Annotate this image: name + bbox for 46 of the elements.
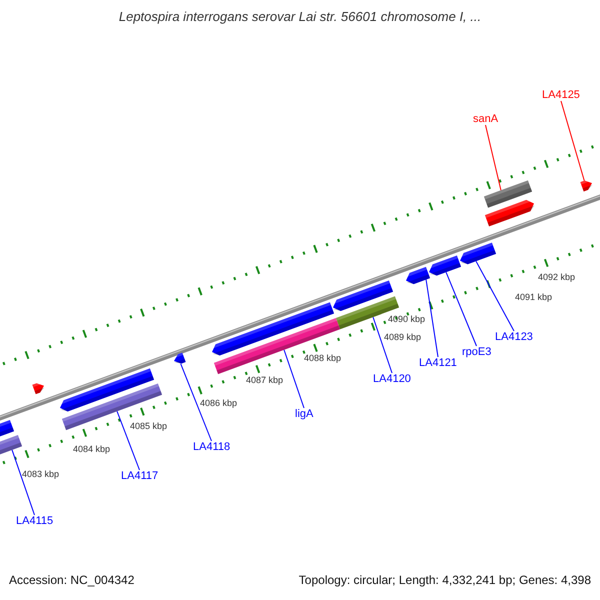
gene-feature: [332, 280, 394, 312]
leader-line: [426, 279, 438, 358]
leader-line: [180, 363, 212, 442]
scale-label: 4089 kbp: [384, 333, 422, 343]
scale-label: 4090 kbp: [388, 315, 426, 325]
gene-label: LA4123: [495, 331, 533, 344]
leader-line: [560, 100, 585, 182]
leader-line: [372, 316, 392, 374]
gene-label: sanA: [473, 113, 498, 126]
leader-line: [446, 272, 477, 346]
leader-line: [476, 260, 514, 332]
scale-label: 4087 kbp: [246, 376, 284, 386]
leader-line: [116, 410, 140, 470]
gene-feature: [484, 180, 532, 208]
scale-label: 4088 kbp: [304, 354, 342, 364]
gene-label: LA4118: [193, 441, 230, 454]
gene-feature: [0, 435, 22, 458]
leader-line: [12, 449, 35, 516]
scale-label: 4083 kbp: [22, 470, 60, 480]
gene-feature: [214, 318, 340, 374]
gene-label: LA4115: [16, 515, 54, 528]
gene-feature: [404, 266, 430, 284]
scale-label: 4091 kbp: [515, 293, 552, 303]
gene-feature: [173, 352, 186, 364]
leader-line: [485, 124, 502, 191]
gene-label: LA4120: [373, 373, 411, 386]
gene-feature: [580, 180, 593, 192]
gene-feature: [428, 255, 462, 276]
gene-label: LA4125: [542, 89, 580, 102]
gene-feature: [458, 242, 496, 264]
scale-label: 4086 kbp: [200, 399, 238, 409]
gene-label: LA4117: [121, 470, 158, 482]
footer-text: Accession: NC_004342: [9, 574, 134, 588]
title: Leptospira interrogans serovar Lai str. 56601 chromosome I, ...: [118, 10, 482, 24]
gene-feature: [484, 200, 535, 226]
scale-label: 4092 kbp: [538, 273, 576, 283]
footer-text: Topology: circular; Length: 4,332,241 bp; Genes: 4,398: [298, 574, 591, 588]
gene-label: LA4121: [419, 357, 457, 370]
gene-feature: [58, 368, 154, 412]
gene-feature: [0, 420, 14, 438]
gene-feature: [32, 383, 45, 394]
gene-label: rpoE3: [462, 346, 492, 358]
scale-label: 4084 kbp: [73, 445, 110, 455]
scale-label: 4085 kbp: [130, 422, 168, 432]
gene-label: ligA: [295, 408, 314, 420]
gene-feature: [210, 302, 334, 356]
